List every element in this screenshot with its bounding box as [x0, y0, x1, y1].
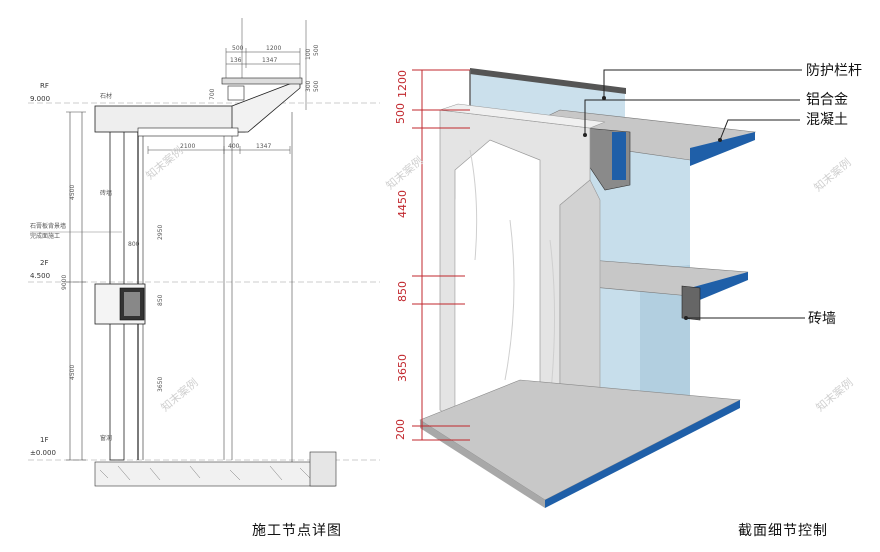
label-brick: 砖墙 [808, 311, 836, 327]
level-2f: 2F 4.500 [28, 259, 380, 283]
dim-top-700: 700 [209, 88, 216, 100]
dim-top-500-right: 500 [313, 80, 320, 92]
dim-top-136: 136 [230, 57, 242, 64]
level-rf: RF 9.000 [28, 82, 380, 104]
dim-v-4500-top: 4500 [69, 185, 76, 200]
level-rf-mark: RF [40, 82, 49, 90]
section-detail-svg: 1200 500 4450 850 3650 200 防护栏杆 铝合金 混凝土 … [383, 63, 862, 508]
roof-slab [94, 77, 303, 137]
mid-dimension-lines [147, 146, 291, 154]
watermark-right-3: 知末案例 [813, 375, 856, 414]
level-rf-value: 9.000 [30, 95, 50, 103]
label-concrete: 混凝土 [806, 112, 848, 128]
dim-red-4450: 4450 [396, 190, 409, 218]
caption-construction-detail: 施工节点详图 [252, 523, 342, 539]
callout-leaders [584, 69, 805, 319]
vertical-dimensions [66, 111, 86, 461]
dim-v-850: 850 [157, 294, 164, 306]
construction-detail-drawing: RF 9.000 2F 4.500 1F ±0.000 4500 9000 45… [0, 0, 420, 552]
watermark-left-1: 知末案例 [143, 143, 186, 182]
watermark-right-1: 知末案例 [383, 153, 426, 192]
dim-top-100: 100 [305, 48, 312, 60]
dim-mid-400: 400 [228, 143, 240, 150]
label-aluminum: 铝合金 [806, 92, 848, 108]
dim-v-3650: 3650 [157, 377, 164, 392]
dim-top-1347: 1347 [262, 57, 277, 64]
dim-mid-800: 800 [128, 241, 140, 248]
level-1f-value: ±0.000 [30, 449, 56, 457]
dim-top-1200: 1200 [266, 45, 281, 52]
dim-red-850: 850 [396, 281, 409, 302]
detail-drawing-svg: RF 9.000 2F 4.500 1F ±0.000 4500 9000 45… [28, 18, 380, 487]
note-gypsum-wall: 石膏板背景墙 [30, 222, 66, 230]
dim-red-3650: 3650 [396, 354, 409, 382]
top-dimension-lines [225, 18, 307, 110]
dim-red-500: 500 [394, 103, 407, 124]
dim-mid-2100: 2100 [180, 143, 195, 150]
dim-v-4500-bottom: 4500 [69, 365, 76, 380]
label-railing: 防护栏杆 [806, 63, 862, 79]
aluminum-profiles [584, 127, 701, 321]
ground-hatch [94, 451, 337, 487]
dim-mid-1347: 1347 [256, 143, 271, 150]
note-window: 窗洞 [100, 434, 112, 442]
caption-section-detail: 截面细节控制 [738, 523, 828, 539]
dim-v-2950: 2950 [157, 225, 164, 240]
section-detail-3d: 1200 500 4450 850 3650 200 防护栏杆 铝合金 混凝土 … [360, 0, 880, 552]
mid-floor-slab [94, 283, 146, 325]
note-brick: 砖墙 [100, 189, 112, 197]
level-2f-mark: 2F [40, 259, 48, 267]
level-1f-mark: 1F [40, 436, 48, 444]
wall-section [109, 109, 293, 470]
dim-red-200: 200 [394, 419, 407, 440]
note-finish: 完成面施工 [30, 232, 60, 240]
red-dimension-chain [412, 69, 470, 441]
watermark-left-2: 知末案例 [158, 375, 201, 414]
dim-top-300: 300 [305, 80, 312, 92]
dim-top-500: 500 [232, 45, 244, 52]
dim-v-9000: 9000 [61, 275, 68, 290]
note-stone: 石材 [100, 92, 112, 100]
watermark-right-2: 知末案例 [811, 155, 854, 194]
level-2f-value: 4.500 [30, 272, 50, 280]
dim-red-1200: 1200 [396, 70, 409, 98]
ground-slab [419, 379, 742, 508]
dim-top-500-upper: 500 [313, 44, 320, 56]
